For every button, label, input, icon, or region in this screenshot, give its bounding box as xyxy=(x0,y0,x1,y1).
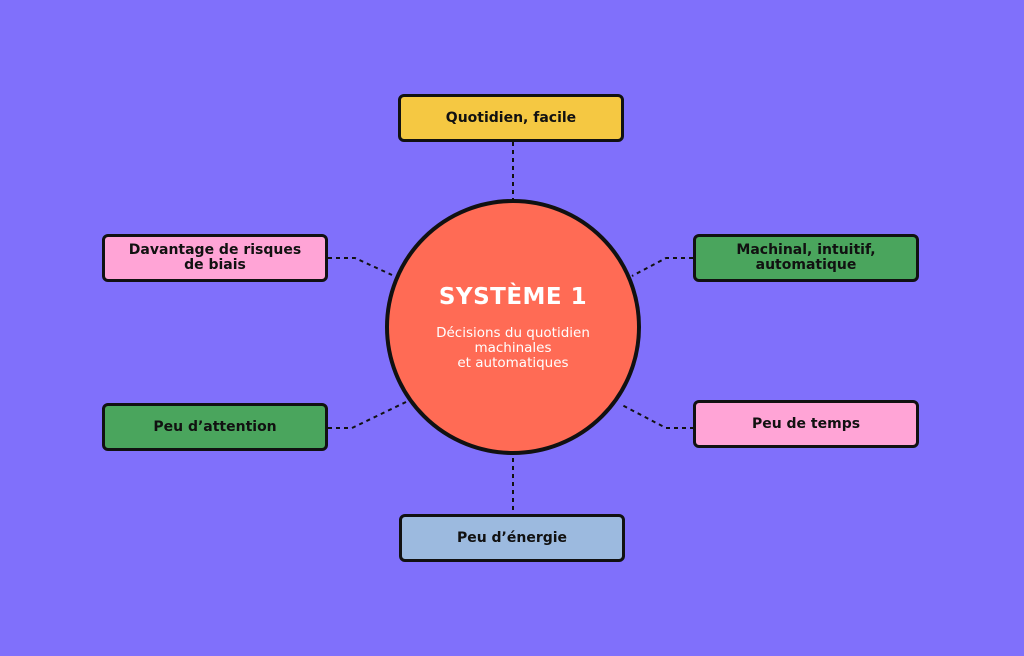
node-bottom: Peu d’énergie xyxy=(399,514,625,562)
connector-upper-left xyxy=(328,257,393,276)
connector-lower-right xyxy=(619,403,694,429)
center-subtitle: Décisions du quotidien machinales et aut… xyxy=(436,324,590,371)
connector-upper-right xyxy=(631,257,693,277)
node-top-label: Quotidien, facile xyxy=(445,109,577,126)
node-upper-right-label: Machinal, intuitif, automatique xyxy=(736,242,876,273)
node-lower-left-label: Peu d’attention xyxy=(153,418,277,435)
connector-lower-left xyxy=(328,401,407,429)
node-lower-right-label: Peu de temps xyxy=(751,415,861,432)
node-top: Quotidien, facile xyxy=(398,94,624,142)
node-upper-left: Davantage de risques de biais xyxy=(102,234,328,282)
node-upper-left-label: Davantage de risques de biais xyxy=(128,242,302,273)
node-bottom-label: Peu d’énergie xyxy=(456,529,568,546)
node-upper-right: Machinal, intuitif, automatique xyxy=(693,234,919,282)
center-circle: SYSTÈME 1 Décisions du quotidien machina… xyxy=(385,199,641,455)
node-lower-left: Peu d’attention xyxy=(102,403,328,451)
node-lower-right: Peu de temps xyxy=(693,400,919,448)
center-title: SYSTÈME 1 xyxy=(438,283,588,310)
